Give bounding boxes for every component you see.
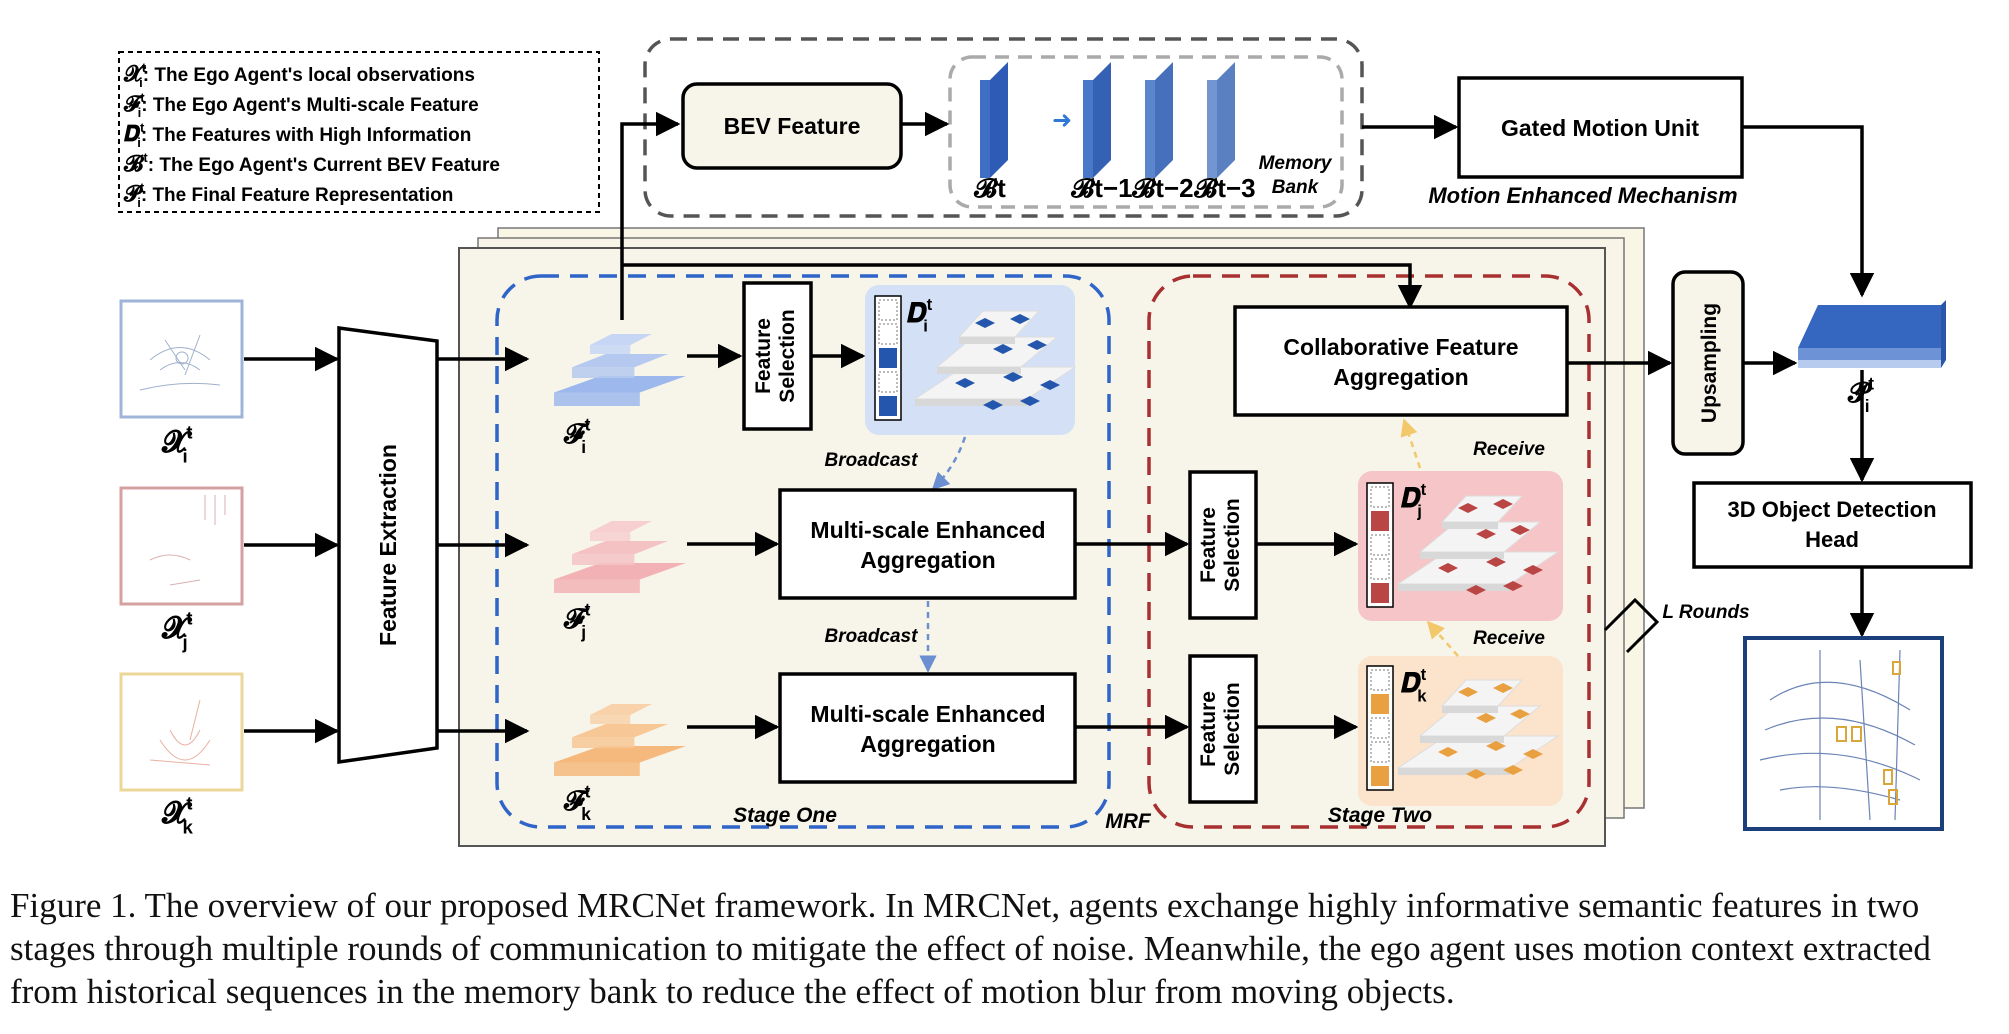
bank-slab-t3 <box>1207 62 1235 178</box>
feature-pyramid-i <box>554 334 686 406</box>
feature-pyramid-j <box>554 521 686 593</box>
feature-selection-i-box <box>742 281 813 431</box>
gated-motion-unit-label: Gated Motion Unit <box>1501 115 1699 141</box>
l-rounds-label: L Rounds <box>1662 602 1749 623</box>
bank-slab-current <box>980 62 1008 178</box>
cfa-box <box>1233 305 1569 417</box>
feature-selection-k-label-2: Selection <box>1221 682 1244 775</box>
memory-bank-frame <box>948 55 1344 209</box>
bank-label: 𝓑t−1 <box>1070 173 1132 203</box>
arrow-fi-to-bev <box>620 111 681 320</box>
receive-label-1: Receive <box>1473 439 1545 460</box>
msea-k-label-1: Multi-scale Enhanced <box>810 701 1045 727</box>
feature-extraction-block <box>337 326 439 765</box>
stage-two-title: Stage Two <box>1328 804 1432 827</box>
cfa-label-2: Aggregation <box>1333 364 1468 390</box>
bank-slab-t2 <box>1145 62 1173 178</box>
d-k-vector <box>1366 665 1394 791</box>
bev-feature-label: BEV Feature <box>724 113 861 139</box>
observation-j-points <box>149 495 226 586</box>
feature-selection-j-label-1: Feature <box>1197 507 1220 583</box>
d-i-vector <box>874 295 902 421</box>
msea-j-label-2: Aggregation <box>860 547 995 573</box>
observation-i-points <box>139 334 221 391</box>
legend-item: 𝓑t: The Ego Agent's Current BEV Feature <box>123 150 500 177</box>
broadcast-label-2: Broadcast <box>825 626 919 647</box>
broadcast-i-to-j <box>931 436 967 491</box>
d-j-pyramid <box>1396 495 1560 595</box>
stage-one-title: Stage One <box>733 804 837 827</box>
msea-k-label-2: Aggregation <box>860 731 995 757</box>
detection-result-image <box>1743 636 1944 831</box>
feature-selection-j-label-2: Selection <box>1221 498 1244 591</box>
gated-motion-unit-box <box>1457 76 1744 179</box>
cfa-label-1: Collaborative Feature <box>1283 334 1518 360</box>
bank-label: 𝓑t <box>973 173 1006 203</box>
d-i-pyramid <box>913 310 1077 410</box>
detection-head-label-1: 3D Object Detection <box>1727 497 1936 522</box>
detection-boxes <box>1836 661 1901 805</box>
legend-box <box>118 51 600 213</box>
observation-k-thumb <box>119 672 244 792</box>
feature-pyramid-k <box>554 704 686 776</box>
upsampling-label: Upsampling <box>1698 303 1721 423</box>
msea-j-box <box>778 488 1077 600</box>
memory-bank-label-1: Memory <box>1259 153 1333 174</box>
bev-feature-box <box>681 82 903 170</box>
memory-bank-label-2: Bank <box>1272 177 1320 198</box>
final-feature-slab <box>1798 300 1946 368</box>
arrow-fi-to-cfa <box>622 263 1423 310</box>
msea-j-label-1: Multi-scale Enhanced <box>810 517 1045 543</box>
receive-label-2: Receive <box>1473 628 1545 649</box>
observation-j-thumb <box>119 486 244 606</box>
l-rounds-bracket <box>1603 597 1660 654</box>
receive-k-arrow <box>1426 620 1459 657</box>
msea-k-box <box>778 672 1077 784</box>
mrf-label: MRF <box>1105 810 1152 833</box>
feature-extraction-label: Feature Extraction <box>375 444 401 646</box>
d-k-pyramid <box>1396 679 1560 779</box>
feature-selection-k-label-1: Feature <box>1197 691 1220 767</box>
feature-selection-i-label-1: Feature <box>752 318 775 394</box>
motion-enhanced-mechanism-label: Motion Enhanced Mechanism <box>1428 183 1737 208</box>
observation-i-thumb <box>119 299 244 419</box>
bank-label: 𝓑t−2 <box>1131 173 1193 203</box>
feature-selection-i-label-2: Selection <box>776 309 799 402</box>
stage-two-frame <box>1147 274 1591 829</box>
figure-caption: Figure 1. The overview of our proposed M… <box>10 886 1931 1011</box>
bank-label: 𝓑t−3 <box>1193 173 1255 203</box>
stage-one-frame <box>495 274 1111 829</box>
bank-arrow-icon: ➜ <box>1052 107 1072 134</box>
detection-head-box <box>1692 481 1973 569</box>
feature-selection-k-box <box>1188 654 1258 804</box>
detection-result-points <box>1759 649 1921 821</box>
detection-head-label-2: Head <box>1805 527 1859 552</box>
bank-slab-t1 <box>1083 62 1111 178</box>
observation-k-points <box>149 699 211 766</box>
broadcast-label-1: Broadcast <box>825 450 919 471</box>
receive-j-arrow <box>1400 418 1422 469</box>
d-j-vector <box>1366 482 1394 608</box>
arrow-gmu-to-p <box>1742 125 1875 298</box>
